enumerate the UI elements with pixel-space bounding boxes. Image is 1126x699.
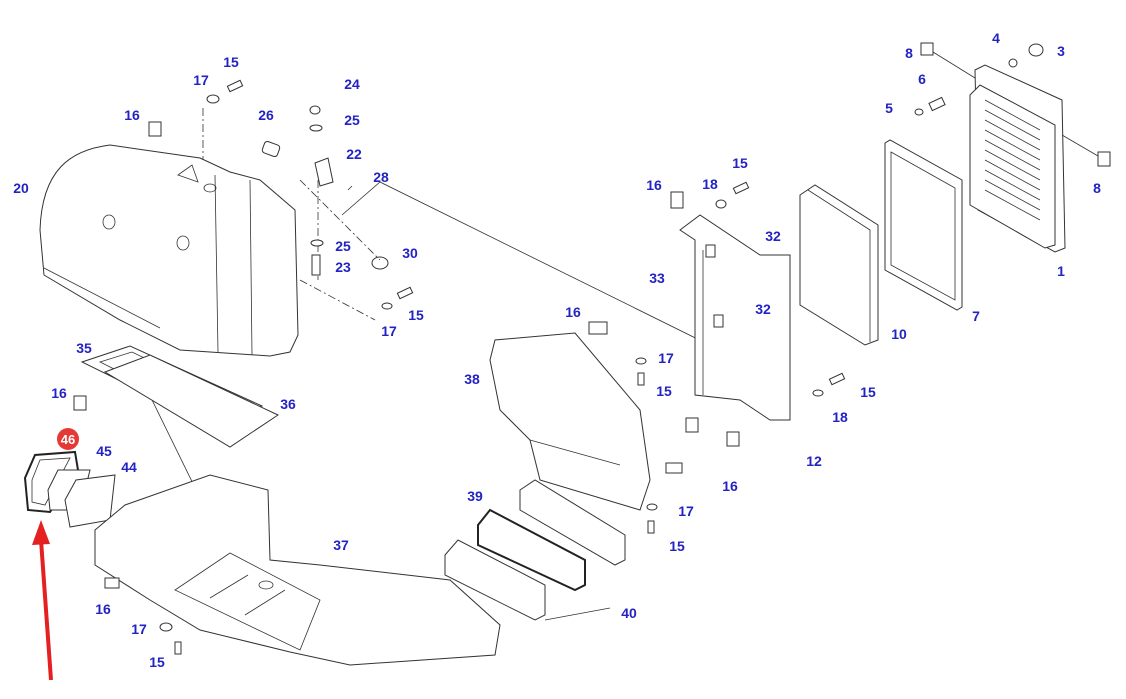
callout-label-3[interactable]: 3	[1057, 43, 1065, 59]
part-35-36-gaskets	[73, 345, 280, 448]
callout-label-37[interactable]: 37	[333, 537, 349, 553]
callout-label-16[interactable]: 16	[51, 385, 67, 401]
callout-label-22[interactable]: 22	[346, 146, 362, 162]
part-38-elbow-duct	[489, 321, 658, 534]
callout-label-16[interactable]: 16	[722, 478, 738, 494]
callout-label-38[interactable]: 38	[464, 371, 480, 387]
callout-label-16[interactable]: 16	[124, 107, 140, 123]
leader-line	[341, 181, 751, 366]
callout-label-32[interactable]: 32	[765, 228, 781, 244]
callout-label-12[interactable]: 12	[806, 453, 822, 469]
callout-label-15[interactable]: 15	[656, 383, 672, 399]
highlighted-part-badge[interactable]: 46	[57, 428, 79, 450]
callout-label-15[interactable]: 15	[860, 384, 876, 400]
grille-louvers	[984, 99, 1041, 221]
callout-label-32[interactable]: 32	[755, 301, 771, 317]
part-hardware-top	[148, 79, 414, 321]
callout-label-30[interactable]: 30	[402, 245, 418, 261]
callout-label-36[interactable]: 36	[280, 396, 296, 412]
callout-label-15[interactable]: 15	[223, 54, 239, 70]
callout-label-39[interactable]: 39	[467, 488, 483, 504]
callout-label-20[interactable]: 20	[13, 180, 29, 196]
callout-label-15[interactable]: 15	[732, 155, 748, 171]
callout-label-4[interactable]: 4	[992, 30, 1000, 46]
callout-label-17[interactable]: 17	[131, 621, 147, 637]
callout-label-16[interactable]: 16	[95, 601, 111, 617]
callout-label-17[interactable]: 17	[193, 72, 209, 88]
callout-label-10[interactable]: 10	[891, 326, 907, 342]
part-46-45-44-seals	[23, 450, 116, 528]
callout-label-5[interactable]: 5	[885, 100, 893, 116]
callout-label-35[interactable]: 35	[76, 340, 92, 356]
part-12-bracket	[665, 181, 846, 474]
callout-label-17[interactable]: 17	[658, 350, 674, 366]
callout-label-24[interactable]: 24	[344, 76, 360, 92]
part-20-cover-housing	[39, 144, 299, 357]
part-37-main-duct	[94, 474, 501, 666]
callout-label-44[interactable]: 44	[121, 459, 137, 475]
callout-label-6[interactable]: 6	[918, 71, 926, 87]
part-39-40-seals	[444, 479, 626, 621]
callout-label-40[interactable]: 40	[621, 605, 637, 621]
callout-label-26[interactable]: 26	[258, 107, 274, 123]
callout-label-17[interactable]: 17	[678, 503, 694, 519]
callout-label-25[interactable]: 25	[335, 238, 351, 254]
part-10-filter	[799, 184, 879, 346]
callout-label-33[interactable]: 33	[649, 270, 665, 286]
callout-label-15[interactable]: 15	[149, 654, 165, 670]
highlight-arrow	[32, 520, 53, 681]
callout-label-8[interactable]: 8	[905, 45, 913, 61]
callout-label-1[interactable]: 1	[1057, 263, 1065, 279]
callout-label-18[interactable]: 18	[832, 409, 848, 425]
callout-label-7[interactable]: 7	[972, 308, 980, 324]
callout-label-18[interactable]: 18	[702, 176, 718, 192]
callout-label-45[interactable]: 45	[96, 443, 112, 459]
part-1-grille	[914, 42, 1111, 253]
callout-label-28[interactable]: 28	[373, 169, 389, 185]
callout-label-15[interactable]: 15	[408, 307, 424, 323]
callout-label-15[interactable]: 15	[669, 538, 685, 554]
callout-label-16[interactable]: 16	[565, 304, 581, 320]
callout-label-23[interactable]: 23	[335, 259, 351, 275]
callout-label-25[interactable]: 25	[344, 112, 360, 128]
callout-label-17[interactable]: 17	[381, 323, 397, 339]
part-7-frame	[884, 139, 963, 311]
callout-label-16[interactable]: 16	[646, 177, 662, 193]
callout-label-8[interactable]: 8	[1093, 180, 1101, 196]
